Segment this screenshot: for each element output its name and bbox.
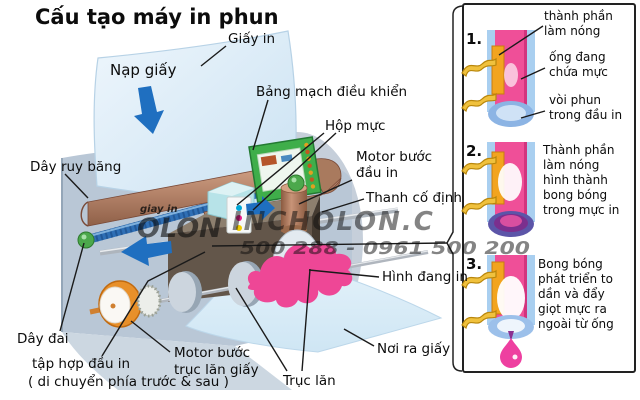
yellow-ink-dot [236,225,242,231]
step-2-tube [461,142,535,237]
step-2-number: 2. [466,142,482,160]
step-3: 3. Bong bóng phát triển to dần và đẩy gi… [461,255,614,368]
ink-drop [500,338,522,368]
step-3-number: 3. [466,255,482,273]
label-day-dai: Dây đai [17,331,69,347]
nozzle-label-line2: trong đầu in [549,108,622,122]
step-3-desc-2: phát triển to [538,272,613,286]
step-1: 1. thành phần làm nóng ống đang chứa mực… [461,9,622,127]
label-motor-dau-in-1: Motor bước [356,149,432,165]
belt-pulley-right [287,174,305,192]
ink-ejection-steps-panel: 1. thành phần làm nóng ống đang chứa mực… [446,3,636,373]
step-2-desc-3: hình thành [543,173,608,187]
label-hinh-dang-in: Hình đang in [382,269,468,285]
label-motor-truc-lan-2: trục lăn giấy [174,362,259,378]
label-hop-muc: Hộp mực [325,118,385,134]
label-giay-in: Giấy in [228,31,275,47]
magenta-ink-dot [236,215,242,221]
label-tap-hop-dau-in-note: ( di chuyển phía trước & sau ) [28,373,229,390]
step-2-desc-1: Thành phần [542,143,615,157]
step-3-desc-3: dần và đẩy [538,287,605,301]
label-nap-giay: Nạp giấy [110,61,177,79]
heater-label-line1: thành phần [544,9,613,23]
panel-bracket [446,5,463,372]
step-2-desc-2: làm nóng [543,158,599,172]
cyan-ink-dot [236,205,242,211]
carriage-right-arrow-icon [246,196,275,220]
watermark-phone: 500 288 - 0961 500 200 [240,238,530,259]
panel-pointer-line [211,242,448,247]
step-3-desc-4: giọt mực ra [538,302,607,316]
label-thanh-co-dinh: Thanh cố định [365,189,462,206]
label-tap-hop-dau-in: tập hợp đầu in [32,356,130,372]
feed-gear [136,284,162,318]
step-3-tube [461,255,535,368]
paper-feed-arrow-icon [134,86,164,134]
step-1-tube [461,30,535,127]
step-1-number: 1. [466,30,482,48]
step-2: 2. Thành phần làm nóng hình thành bong b… [461,142,619,237]
label-motor-truc-lan-1: Motor bước [174,345,250,361]
step-3-desc-5: ngoài từ ống [538,317,614,331]
step-2-desc-4: bong bóng [543,188,607,202]
watermark: giay in OLON INCHOLON.C [137,204,435,244]
label-day-ruy-bang: Dây ruy băng [30,159,121,175]
heater-strip [491,45,505,95]
belt-pulley-left [77,231,95,249]
watermark-brand: INCHOLON.C [232,207,435,237]
ink-bubble [497,276,525,320]
tube-label-line1: ống đang [549,50,606,64]
label-noi-ra-giay: Nơi ra giấy [377,341,450,357]
ink-cartridge-assembly [207,181,255,234]
label-bang-mach: Bảng mạch điều khiển [256,83,407,100]
step-3-desc-1: Bong bóng [538,257,603,271]
step-2-desc-5: trong mực in [543,203,619,217]
leader-lines [59,45,380,372]
carriage-left-arrow-icon [121,236,172,266]
label-motor-dau-in-2: đầu in [356,165,398,181]
printer-illustration [61,30,443,390]
page-title: Cấu tạo máy in phun [35,5,279,29]
ink-bubble [498,163,522,201]
tube-label-line2: chứa mực [549,65,608,79]
watermark-small: giay in [140,204,178,215]
printed-ink-figure [247,243,353,308]
label-truc-lan: Trục lăn [282,373,336,389]
watermark-gray: OLON [137,213,222,244]
paper-feed-motor [89,280,142,328]
nozzle-label-line1: vòi phun [549,93,601,107]
heater-label-line2: làm nóng [544,24,600,38]
